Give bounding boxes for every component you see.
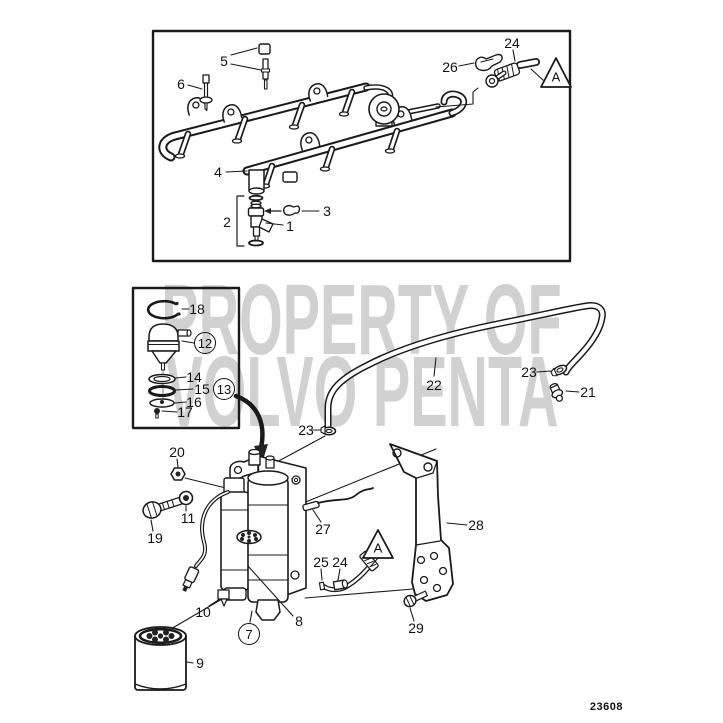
fuel-rail-box (151, 29, 572, 263)
callout-4: 4 (214, 164, 222, 180)
callout-3: 3 (323, 203, 331, 219)
drawing-number: 23608 (589, 701, 623, 713)
callout-23-right: 23 (521, 364, 537, 380)
callout-17: 17 (177, 404, 193, 420)
part5-bolt-drawing (230, 43, 271, 90)
part3-clip-drawing (264, 204, 320, 216)
callout-13: 13 (213, 378, 235, 400)
watermark-line1: PROPERTY OF (0, 264, 723, 376)
callout-18: 18 (189, 301, 205, 317)
view-a-top-triangle (530, 57, 572, 88)
view-a-bottom-triangle (362, 529, 394, 567)
callout-10: 10 (195, 604, 211, 620)
watermark-text-property-of: PROPERTY OF (161, 264, 562, 376)
part11-grommet-drawing (178, 490, 194, 512)
part20-nut-drawing (170, 467, 186, 481)
bracket28-drawing (389, 443, 468, 602)
callout-7: 7 (238, 623, 260, 645)
filter9-drawing (134, 626, 194, 691)
callout-27: 27 (315, 521, 331, 537)
callout-22: 22 (426, 377, 442, 393)
part19-bolt-drawing (142, 495, 186, 519)
callout-21: 21 (580, 384, 596, 400)
callout-25: 25 (313, 554, 329, 570)
callout-11: 11 (180, 510, 196, 526)
callout-24-bottom: 24 (332, 554, 348, 570)
regulator-kit-drawing (146, 299, 195, 419)
part24-25-hose-drawing (318, 550, 379, 593)
part29-bolt-drawing (403, 590, 428, 622)
callout-2: 2 (223, 214, 231, 230)
callout-1: 1 (286, 218, 294, 234)
view-marker-a-top: A (551, 69, 561, 85)
callout-6: 6 (177, 76, 185, 92)
part24-hose-end-drawing (435, 49, 540, 108)
callout-23-left: 23 (298, 422, 314, 438)
callout-8: 8 (295, 613, 303, 629)
callout-29: 29 (408, 620, 424, 636)
callout13-arrow (233, 393, 268, 463)
callout-15: 15 (194, 381, 210, 397)
view-marker-a-bottom: A (373, 540, 383, 556)
callout-19: 19 (147, 530, 163, 546)
part27-wire-drawing (302, 487, 374, 523)
regulator-kit-box (131, 286, 241, 430)
injector-drawing (225, 169, 284, 247)
callout-9: 9 (196, 655, 204, 671)
part6-stud-drawing (187, 74, 213, 110)
callout-16: 16 (186, 394, 202, 410)
callout-14: 14 (186, 369, 202, 385)
hose22-drawing (312, 302, 606, 436)
fuel-rail-drawing (158, 82, 468, 189)
callout-24-top: 24 (504, 35, 520, 51)
part26-clip-drawing (458, 53, 503, 72)
callout-26: 26 (442, 59, 458, 75)
callout-20: 20 (169, 444, 185, 460)
callout-28: 28 (468, 517, 484, 533)
pump-assembly-drawing (163, 435, 437, 634)
callout-5: 5 (220, 53, 228, 69)
callout-12: 12 (194, 332, 216, 354)
